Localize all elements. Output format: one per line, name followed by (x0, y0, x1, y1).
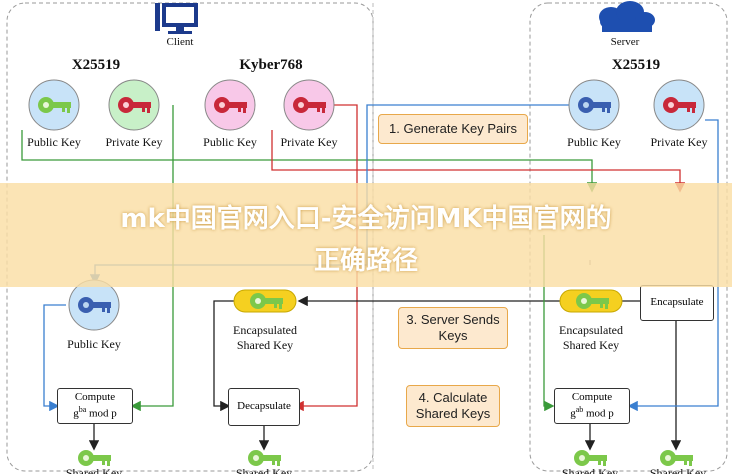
client-public-key-label: Public Key (27, 135, 81, 149)
server-x25519-private-key-icon (653, 79, 705, 131)
server-encapsulated-key-icon (559, 289, 623, 313)
step-1-text: 1. Generate Key Pairs (389, 120, 517, 136)
server-cloud-icon (599, 1, 655, 32)
client-shared-key-label: Shared Key (65, 467, 123, 474)
client-shared-key-icon (78, 450, 111, 466)
client-encapsulated-key-icon (233, 289, 297, 313)
server-compute-formula: gab mod p (570, 404, 614, 420)
server-public-key-label: Public Key (567, 135, 621, 149)
banner-text-line-1: mk中国官网入口-安全访问MK中国官网的 (120, 204, 612, 234)
banner-text-line-2: 正确路径 (313, 246, 418, 276)
server-shared-key-label: Shared Key (561, 467, 619, 474)
kyber-public-key-label: Public Key (203, 135, 257, 149)
overlay-banner (0, 183, 732, 287)
decapsulate-box: Decapsulate (228, 388, 300, 426)
server-compute-box: Compute gab mod p (554, 388, 630, 424)
server-encapsulated-label-1: Encapsulated (559, 323, 623, 337)
kyber-private-key-label: Private Key (280, 135, 338, 149)
step-3-server-sends-keys: 3. Server Sends Keys (398, 307, 508, 349)
client-compute-formula: gba mod p (73, 404, 117, 420)
client-encapsulated-label-2: Shared Key (236, 338, 294, 352)
decapsulate-label: Decapsulate (237, 400, 291, 413)
server-compute-label: Compute (571, 391, 613, 404)
client-x25519-public-key-icon (28, 79, 80, 131)
client-encapsulated-label-1: Encapsulated (233, 323, 297, 337)
client-compute-label: Compute (74, 391, 116, 404)
client-received-public-key-icon (68, 279, 120, 331)
client-received-public-key-label: Public Key (67, 337, 121, 351)
step-3-text-2: Keys (438, 328, 468, 343)
server-encapsulated-label-2: Shared Key (562, 338, 620, 352)
server-kyber-shared-key-icon (660, 450, 693, 466)
client-private-key-label: Private Key (105, 135, 163, 149)
client-kyber-public-key-icon (204, 79, 256, 131)
kyber-shared-key-label: Shared Key (235, 467, 293, 474)
client-compute-box: Compute gba mod p (57, 388, 133, 424)
server-kyber-shared-key-label: Shared Key (649, 467, 707, 474)
step-3-text-1: 3. Server Sends (406, 311, 500, 327)
client-label: Client (166, 36, 194, 48)
server-x25519-heading: X25519 (611, 57, 661, 73)
server-private-key-label: Private Key (650, 135, 708, 149)
client-kyber-private-key-icon (283, 79, 335, 131)
encapsulate-box: Encapsulate (640, 285, 714, 321)
step-4-calculate-shared-keys: 4. Calculate Shared Keys (406, 385, 500, 427)
client-computer-icon (155, 3, 198, 34)
step-4-text-1: 4. Calculate (418, 389, 488, 405)
step-4-text-2: Shared Keys (415, 406, 491, 421)
client-x25519-private-key-icon (108, 79, 160, 131)
kyber-shared-key-icon (248, 450, 281, 466)
client-kyber-heading: Kyber768 (239, 57, 303, 73)
client-x25519-heading: X25519 (71, 57, 121, 73)
server-shared-key-icon (574, 450, 607, 466)
server-label: Server (610, 36, 640, 48)
encapsulate-label: Encapsulate (650, 296, 704, 309)
step-1-generate-key-pairs: 1. Generate Key Pairs (378, 114, 528, 144)
server-x25519-public-key-icon (568, 79, 620, 131)
